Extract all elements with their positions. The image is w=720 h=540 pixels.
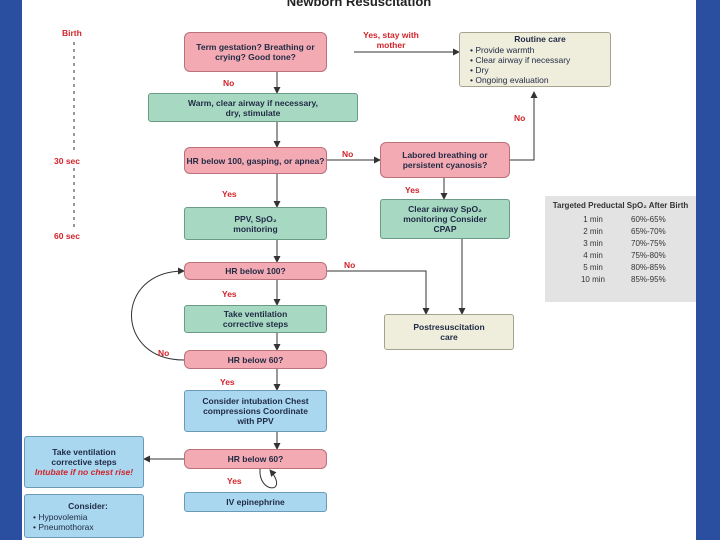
warm-clear-airway-box: Warm, clear airway if necessary, dry, st…	[148, 93, 358, 122]
spo2-time: 1 min	[583, 214, 603, 224]
decision-hr-below-60: HR below 60?	[184, 350, 327, 369]
table-row: 2 min 65%-70%	[563, 226, 691, 238]
table-row: 1 min 60%-65%	[563, 214, 691, 226]
spo2-time: 4 min	[583, 250, 603, 260]
spo2-range: 60%-65%	[631, 214, 666, 224]
decision-labored-breathing: Labored breathing or persistent cyanosis…	[380, 142, 510, 178]
consider-title: Consider:	[68, 500, 108, 511]
spo2-range: 85%-95%	[631, 274, 666, 284]
edge-label-yes: Yes	[405, 185, 420, 195]
table-row: 3 min 70%-75%	[563, 238, 691, 250]
decision-term-gestation: Term gestation? Breathing or crying? Goo…	[184, 32, 327, 72]
consider-item: Pneumothorax	[33, 522, 93, 532]
postresuscitation-care-box: Postresuscitation care	[384, 314, 514, 350]
spo2-range: 75%-80%	[631, 250, 666, 260]
table-row: 10 min 85%-95%	[563, 274, 691, 286]
spo2-time: 10 min	[580, 274, 605, 284]
arrow-loop-hr60-hr100b	[131, 267, 185, 361]
table-row: 4 min 75%-80%	[563, 250, 691, 262]
diagram-page: Newborn Resuscitation Birth 30 sec 60 se…	[22, 0, 696, 540]
routine-care-item: Dry	[470, 65, 488, 75]
edge-label-no: No	[223, 78, 235, 88]
routine-care-box: Routine care Provide warmth Clear airway…	[459, 32, 611, 87]
spo2-table-title: Targeted Preductal SpO₂ After Birth	[552, 201, 689, 210]
spo2-time: 2 min	[583, 226, 603, 236]
edge-label-yes: Yes	[220, 377, 235, 387]
decision-hr-below-100: HR below 100, gasping, or apnea?	[184, 147, 327, 174]
edge-label-yes: Yes	[222, 289, 237, 299]
routine-care-item: Ongoing evaluation	[470, 75, 548, 85]
connector-layer	[73, 42, 538, 489]
edge-label-no: No	[158, 348, 170, 358]
iv-epinephrine-box: IV epinephrine	[184, 492, 327, 512]
ventilation-corrective-steps-box: Take ventilation corrective steps	[184, 305, 327, 333]
edge-label-yes: Yes	[222, 189, 237, 199]
ppv-box: PPV, SpO₂ monitoring	[184, 207, 327, 240]
decision-hr-below-60-b: HR below 60?	[184, 449, 327, 469]
spo2-range: 80%-85%	[631, 262, 666, 272]
spo2-range: 65%-70%	[631, 226, 666, 236]
edge-label-no: No	[344, 260, 356, 270]
page-title: Newborn Resuscitation	[286, 0, 432, 9]
consider-box: Consider: Hypovolemia Pneumothorax	[24, 494, 144, 538]
routine-care-title: Routine care	[514, 34, 566, 44]
clear-airway-box: Clear airway SpO₂ monitoring Consider CP…	[380, 199, 510, 239]
spo2-target-table: Targeted Preductal SpO₂ After Birth 1 mi…	[545, 196, 696, 302]
timeline-60-sec: 60 sec	[54, 231, 80, 241]
timeline-30-sec: 30 sec	[54, 156, 80, 166]
edge-label-no: No	[514, 113, 526, 123]
intubate-note: Intubate if no chest rise!	[34, 467, 134, 477]
ventilation-steps-title: Take ventilation corrective steps	[51, 447, 117, 467]
arrow-hr100b-postresus	[327, 270, 430, 315]
table-row: 5 min 80%-85%	[563, 262, 691, 274]
consider-item: Hypovolemia	[33, 512, 87, 522]
timeline-birth: Birth	[62, 28, 82, 38]
routine-care-item: Provide warmth	[470, 45, 534, 55]
spo2-range: 70%-75%	[631, 238, 666, 248]
routine-care-item: Clear airway if necessary	[470, 55, 570, 65]
arrow-labored-routine	[510, 91, 538, 161]
decision-hr-below-100-b: HR below 100?	[184, 262, 327, 280]
arrow-hr60b-epi	[259, 468, 277, 489]
spo2-time: 3 min	[583, 238, 603, 248]
ventilation-steps-intubate-box: Take ventilation corrective steps Intuba…	[24, 436, 144, 488]
edge-label-yes-stay: Yes, stay with mother	[363, 30, 419, 50]
spo2-time: 5 min	[583, 262, 603, 272]
intubation-compressions-box: Consider intubation Chest compressions C…	[184, 390, 327, 432]
edge-label-no: No	[342, 149, 354, 159]
spo2-table-grid: 1 min 60%-65% 2 min 65%-70% 3 min 70%-75% 4…	[563, 214, 691, 286]
edge-label-yes: Yes	[227, 476, 242, 486]
